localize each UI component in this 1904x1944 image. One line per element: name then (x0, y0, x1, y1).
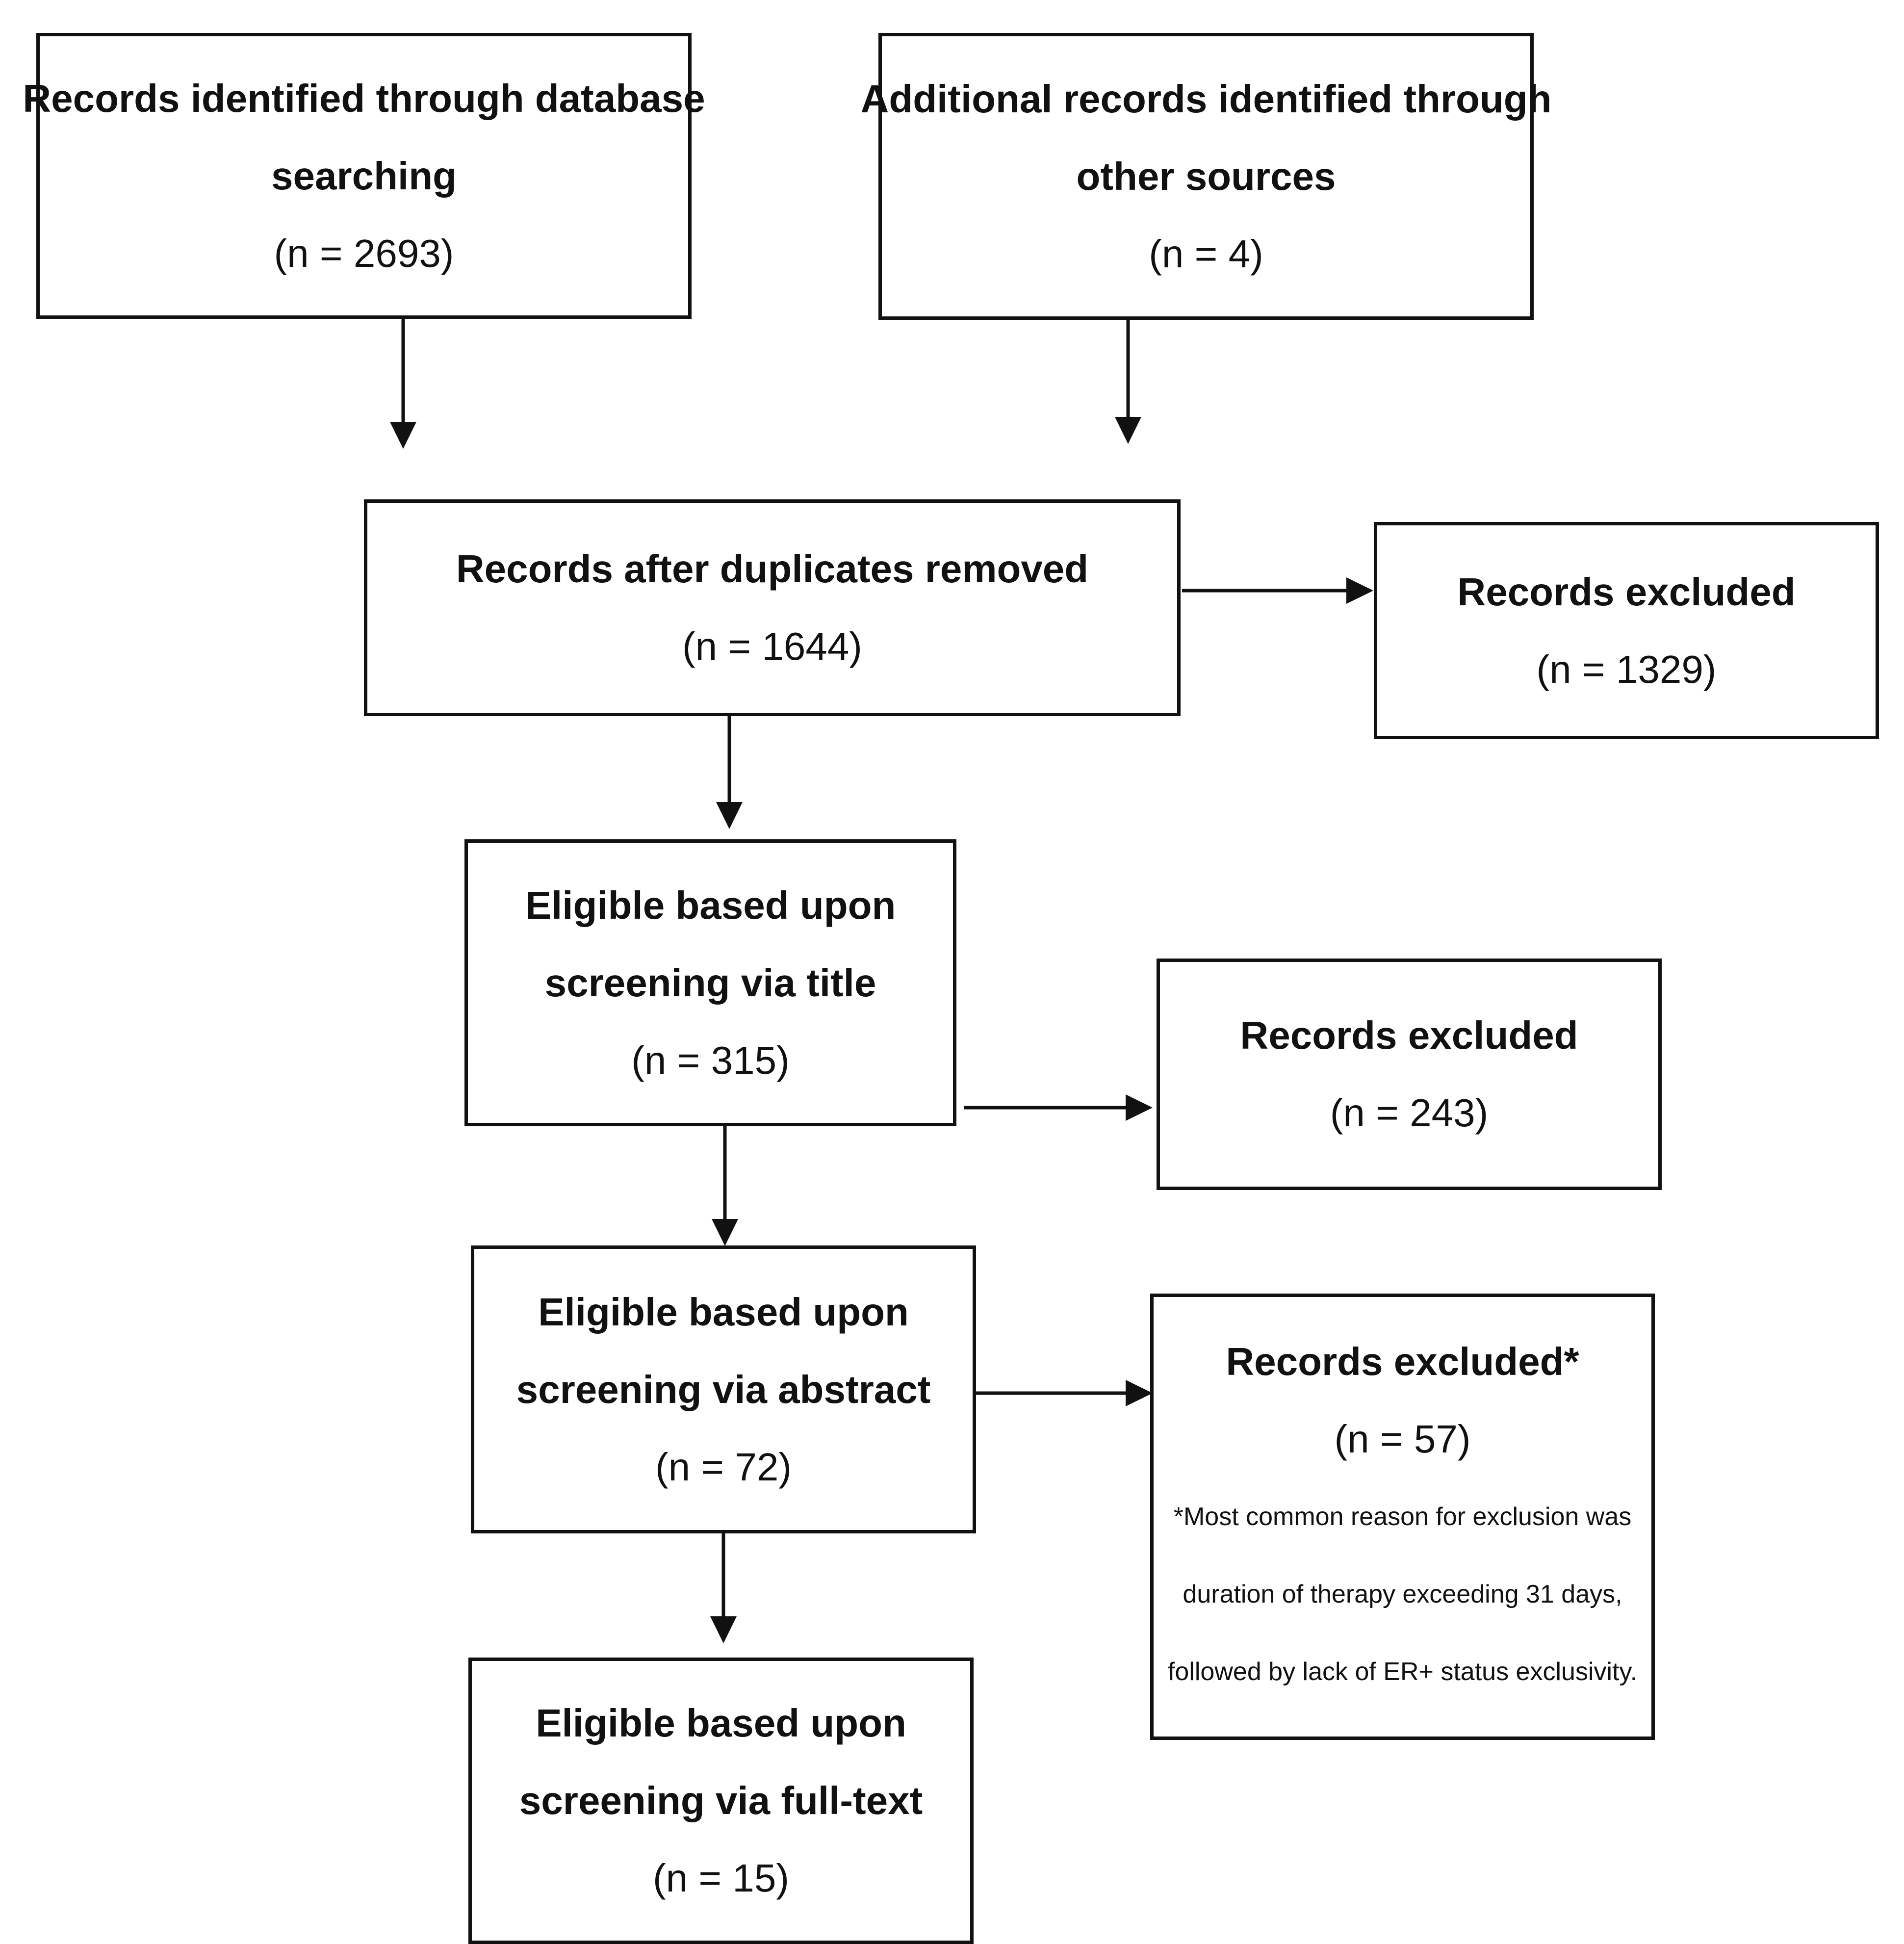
title-screen-count: (n = 315) (631, 1038, 790, 1082)
fulltext-screen-line1: Eligible based upon (536, 1701, 906, 1745)
abstract-screen-line1: Eligible based upon (538, 1290, 909, 1334)
excluded-3-title: Records excluded* (1226, 1340, 1579, 1383)
database-title-line2: searching (271, 154, 457, 198)
duplicates-count: (n = 1644) (682, 624, 862, 668)
box-title-screening: Eligible based upon screening via title … (464, 839, 956, 1126)
duplicates-title: Records after duplicates removed (456, 547, 1089, 591)
excluded-2-count: (n = 243) (1330, 1091, 1489, 1135)
arrowhead-excluded-3 (1126, 1380, 1153, 1406)
database-title-line1: Records identified through database (23, 76, 705, 120)
arrowhead-abstract (712, 1219, 738, 1246)
database-count: (n = 2693) (274, 231, 454, 275)
excluded-3-note-line1: *Most common reason for exclusion was (1173, 1503, 1632, 1531)
fulltext-screen-count: (n = 15) (653, 1856, 789, 1900)
excluded-1-count: (n = 1329) (1536, 647, 1717, 691)
additional-title-line1: Additional records identified through (860, 77, 1552, 121)
box-duplicates-removed: Records after duplicates removed (n = 16… (364, 499, 1181, 716)
abstract-screen-line2: screening via abstract (516, 1367, 931, 1411)
arrowhead-title (716, 802, 743, 829)
box-fulltext-screening: Eligible based upon screening via full-t… (468, 1658, 974, 1944)
title-screen-line1: Eligible based upon (525, 883, 896, 927)
excluded-3-note-line3: followed by lack of ER+ status exclusivi… (1167, 1658, 1638, 1686)
box-abstract-screening: Eligible based upon screening via abstra… (471, 1245, 976, 1533)
abstract-screen-count: (n = 72) (655, 1445, 792, 1489)
arrowhead-database (390, 422, 416, 449)
box-records-excluded-3: Records excluded* (n = 57) *Most common … (1150, 1294, 1655, 1740)
box-records-excluded-1: Records excluded (n = 1329) (1374, 522, 1879, 739)
additional-count: (n = 4) (1149, 232, 1263, 276)
arrowhead-excluded-2 (1126, 1094, 1153, 1121)
arrowhead-fulltext (710, 1616, 737, 1643)
box-additional-sources: Additional records identified through ot… (861, 33, 1551, 320)
additional-title-line2: other sources (1076, 154, 1336, 198)
box-database-searching: Records identified through database sear… (23, 33, 705, 319)
excluded-3-count: (n = 57) (1334, 1417, 1471, 1461)
excluded-2-title: Records excluded (1240, 1013, 1578, 1057)
arrowhead-additional (1115, 417, 1141, 444)
excluded-3-note-line2: duration of therapy exceeding 31 days, (1183, 1580, 1622, 1608)
arrowhead-excluded-1 (1346, 577, 1373, 604)
excluded-1-title: Records excluded (1457, 570, 1796, 614)
box-records-excluded-2: Records excluded (n = 243) (1157, 959, 1662, 1190)
title-screen-line2: screening via title (544, 960, 876, 1005)
fulltext-screen-line2: screening via full-text (519, 1779, 923, 1822)
